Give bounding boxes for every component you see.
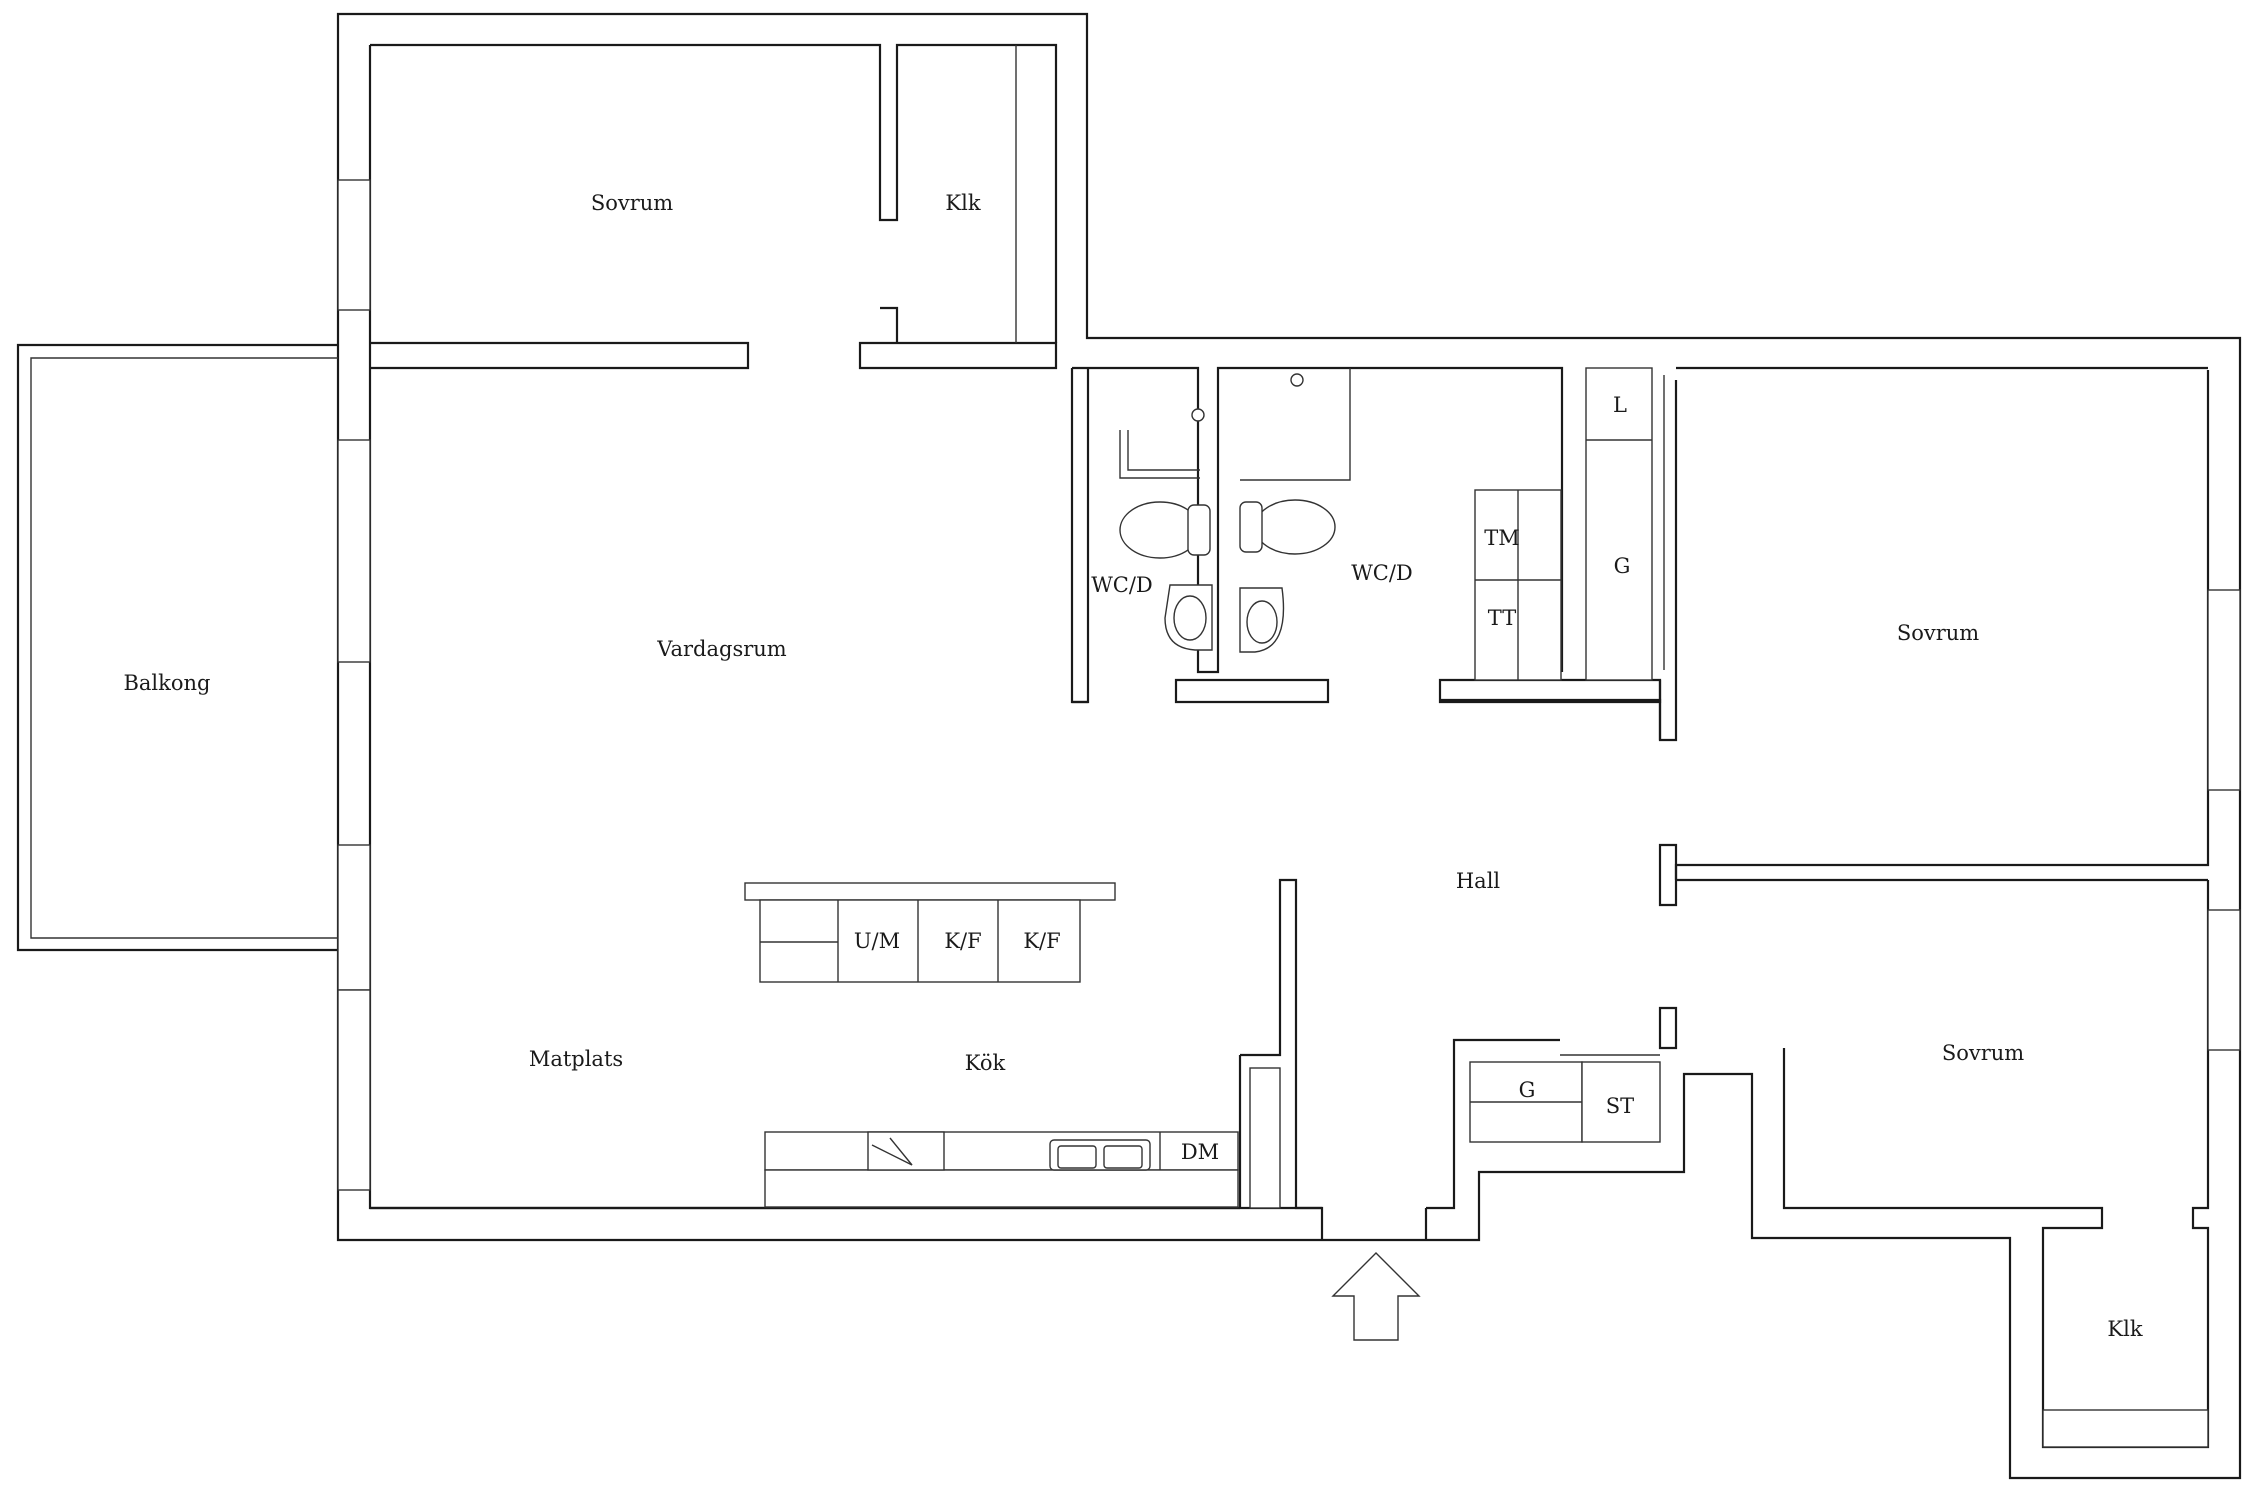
- room-labels: Sovrum Klk Balkong Vardagsrum WC/D WC/D …: [123, 191, 2142, 1341]
- label-wc-left: WC/D: [1091, 573, 1153, 597]
- outer-walls: [336, 12, 2242, 1480]
- label-u-m: U/M: [854, 929, 900, 953]
- label-k-f-2: K/F: [1023, 929, 1060, 953]
- label-wc-right: WC/D: [1351, 561, 1413, 585]
- kitchen-island: [744, 882, 1116, 983]
- label-g-right: G: [1614, 554, 1631, 578]
- label-g-hall: G: [1519, 1078, 1536, 1102]
- hall-closets: [1424, 1038, 1661, 1240]
- label-kok: Kök: [965, 1051, 1006, 1075]
- label-balkong: Balkong: [123, 671, 210, 695]
- label-k-f-1: K/F: [944, 929, 981, 953]
- label-st: ST: [1606, 1094, 1634, 1118]
- entrance-arrow-icon: [1331, 1252, 1421, 1341]
- kitchen-counter: [764, 1131, 1239, 1208]
- label-vardagsrum: Vardagsrum: [656, 637, 787, 661]
- label-tt: TT: [1488, 606, 1516, 630]
- label-klk-top: Klk: [945, 191, 980, 215]
- bottom-closet: [2042, 1409, 2209, 1448]
- laundry-block: [1440, 367, 1662, 740]
- kitchen-walls: [1238, 878, 1322, 1210]
- label-sovrum-bottom: Sovrum: [1942, 1041, 2024, 1065]
- label-l: L: [1613, 393, 1627, 417]
- label-klk-bottom: Klk: [2107, 1317, 2142, 1341]
- windows-right: [2207, 589, 2241, 1051]
- windows-left: [337, 179, 371, 1191]
- label-matplats: Matplats: [529, 1047, 623, 1071]
- label-sovrum-top: Sovrum: [591, 191, 673, 215]
- label-sovrum-right: Sovrum: [1897, 621, 1979, 645]
- label-tm: TM: [1484, 526, 1520, 550]
- interior-walls-top: [370, 45, 1058, 370]
- label-dm: DM: [1181, 1140, 1219, 1164]
- label-hall: Hall: [1456, 869, 1501, 893]
- bathrooms: [1070, 366, 1678, 742]
- balcony: [16, 343, 338, 952]
- right-bedroom-walls: [1658, 366, 2208, 1050]
